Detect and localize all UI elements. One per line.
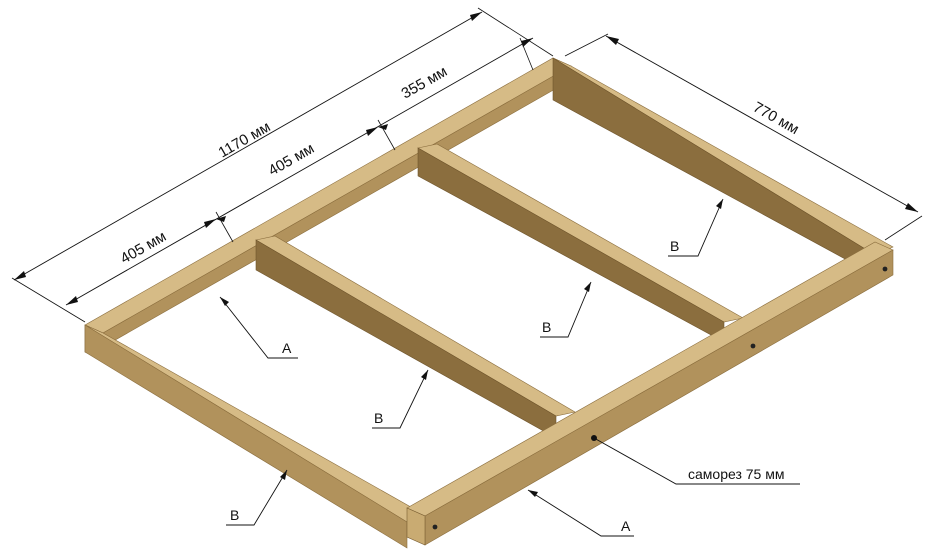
arrowhead: [378, 124, 388, 130]
right-side-beam-inner: [552, 57, 876, 267]
screw-hole: [432, 524, 438, 530]
callout-b-middle-2: В: [542, 319, 551, 335]
callout-a-bottom: А: [621, 518, 631, 534]
leader-a-bottom: [527, 489, 634, 537]
extension-line: [564, 33, 609, 57]
screw-hole: [750, 343, 756, 349]
arrowhead: [905, 203, 918, 212]
right-side-beam-top: [552, 57, 894, 256]
arrowhead: [280, 470, 287, 480]
dimension-span-1: 405 мм: [118, 228, 170, 268]
dimension-span-2: 405 мм: [266, 140, 318, 180]
screw-hole: [882, 266, 888, 272]
callouts: А В В В В А саморез 75 мм: [219, 198, 800, 537]
arrowhead: [521, 38, 533, 47]
callout-a-left: А: [282, 340, 292, 356]
extension-line: [884, 215, 923, 241]
cross-beam-1-side: [255, 239, 557, 439]
overall-dimension-line: [13, 11, 483, 281]
segment-dimension-line: [65, 37, 534, 306]
left-side-beam-front: [84, 324, 408, 549]
cross-beam-1: [255, 235, 576, 439]
leader-b-left-front: [226, 469, 288, 526]
cross-beam-1-top: [255, 235, 576, 417]
right-side-beam: [552, 57, 894, 267]
arrowhead: [66, 296, 78, 305]
arrowhead: [606, 36, 619, 45]
width-dimension-line: [605, 35, 919, 213]
callout-screw: саморез 75 мм: [688, 466, 784, 482]
left-side-beam: [84, 324, 426, 549]
callout-b-left-front: В: [230, 507, 239, 523]
dimension-span-3: 355 мм: [399, 63, 451, 103]
arrowhead: [366, 127, 378, 136]
extension-line: [477, 7, 554, 57]
front-beam: [406, 241, 894, 546]
dimension-overall-length: 1170 мм: [216, 118, 274, 161]
extension-line: [215, 211, 234, 243]
leader-b-middle-1: [372, 369, 429, 429]
leader-screw: [593, 437, 800, 485]
arrowhead: [220, 297, 229, 306]
wooden-frame: [84, 57, 894, 549]
front-beam-end: [406, 507, 426, 546]
callout-b-right: В: [670, 238, 679, 254]
arrowhead: [421, 370, 428, 380]
extension-line: [11, 277, 86, 323]
leader-dot: [591, 435, 597, 441]
arrowhead: [528, 490, 538, 497]
arrowhead: [204, 219, 216, 228]
leader-a-left: [219, 296, 298, 359]
arrowhead: [716, 199, 723, 209]
cross-beam-2: [417, 143, 744, 343]
leader-b-middle-2: [540, 281, 592, 338]
callout-b-middle-1: В: [374, 410, 383, 426]
arrowhead: [584, 282, 591, 292]
arrowhead: [216, 216, 226, 222]
arrowhead: [470, 12, 482, 21]
arrowhead: [14, 271, 26, 280]
leader-b-right: [668, 198, 724, 257]
